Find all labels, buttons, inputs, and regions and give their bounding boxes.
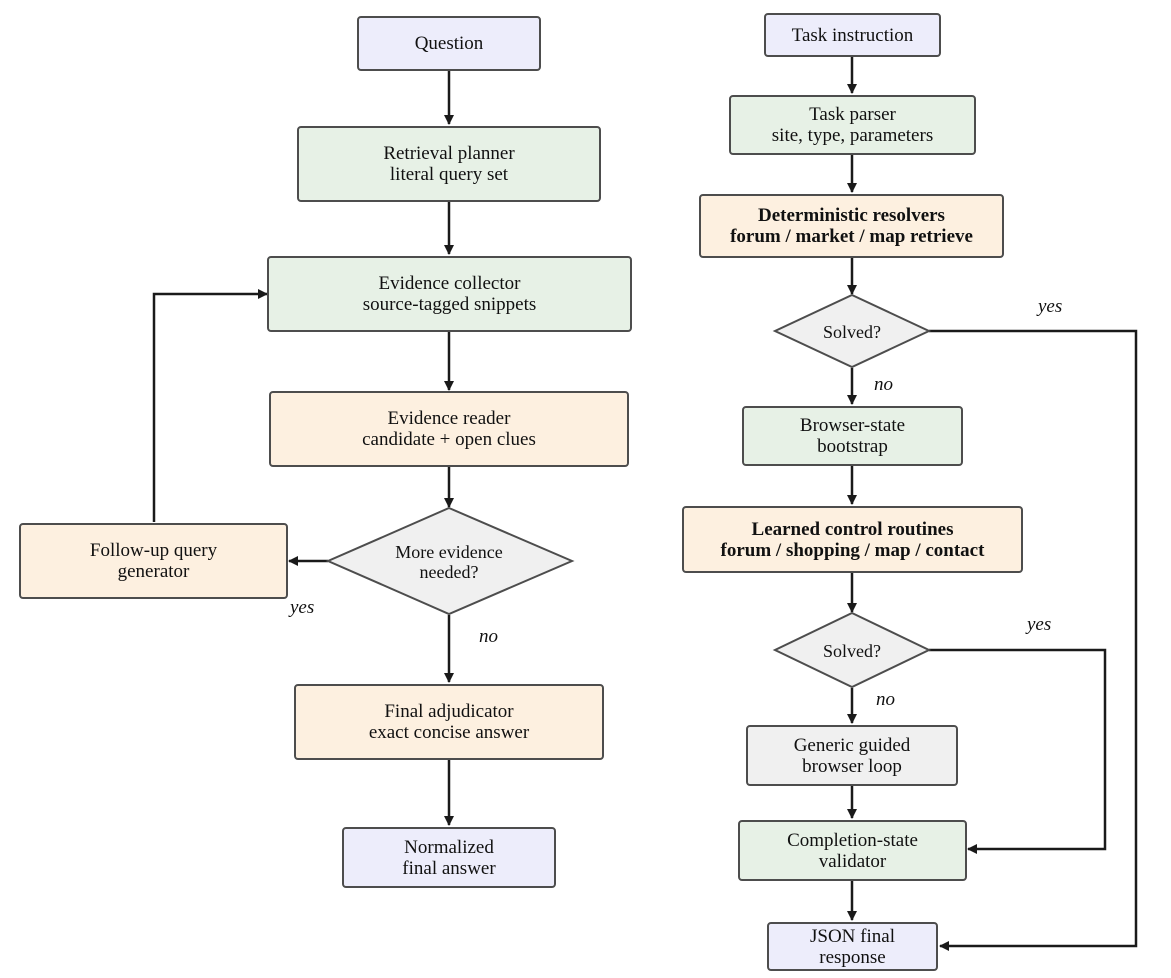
decision-solved-1-diamond (772, 293, 932, 369)
node-normalized-final-answer: Normalized final answer (342, 827, 556, 888)
node-evidence-reader-line2: candidate + open clues (362, 429, 536, 450)
node-evidence-collector: Evidence collector source-tagged snippet… (267, 256, 632, 332)
node-retrieval-planner: Retrieval planner literal query set (297, 126, 601, 202)
node-learned-routines-line2: forum / shopping / map / contact (720, 539, 985, 561)
node-completion-state-validator: Completion-state validator (738, 820, 967, 881)
node-json-line1: JSON final (810, 925, 895, 947)
node-deterministic-resolvers-line2: forum / market / map retrieve (730, 226, 973, 247)
node-json-line2: response (819, 946, 886, 968)
node-followup-query-generator: Follow-up query generator (19, 523, 288, 599)
node-evidence-reader-line1: Evidence reader (387, 408, 511, 429)
node-validator-line1: Completion-state (787, 829, 918, 851)
decision-more-evidence-diamond (325, 506, 575, 616)
node-evidence-collector-line1: Evidence collector (378, 273, 521, 294)
node-evidence-collector-line2: source-tagged snippets (362, 294, 537, 315)
node-question-label: Question (414, 33, 484, 54)
edge-label-left-no: no (479, 626, 498, 647)
node-validator-line2: validator (818, 850, 887, 872)
decision-more-evidence-line2: needed? (419, 562, 479, 582)
node-followup-line2: generator (117, 561, 190, 582)
edge-label-left-yes: yes (290, 597, 315, 618)
node-deterministic-resolvers: Deterministic resolvers forum / market /… (699, 194, 1004, 258)
node-retrieval-planner-line2: literal query set (389, 164, 509, 185)
node-task-instruction-label: Task instruction (791, 24, 914, 46)
node-task-parser-line1: Task parser (809, 104, 896, 125)
node-bootstrap-line2: bootstrap (817, 436, 888, 457)
decision-more-evidence-line1: More evidence (395, 542, 503, 562)
node-task-parser-line2: site, type, parameters (771, 125, 934, 146)
decision-solved-2-label: Solved? (823, 641, 881, 661)
edge-label-solved2-no: no (876, 689, 895, 710)
node-deterministic-resolvers-line1: Deterministic resolvers (758, 205, 945, 226)
node-final-adjudicator-line2: exact concise answer (368, 722, 530, 743)
edge-label-solved1-no: no (874, 374, 893, 395)
node-generic-loop-line2: browser loop (802, 755, 902, 777)
node-followup-line1: Follow-up query (89, 540, 218, 561)
node-final-adjudicator: Final adjudicator exact concise answer (294, 684, 604, 760)
node-final-adjudicator-line1: Final adjudicator (384, 701, 514, 722)
edge-label-solved2-yes: yes (1027, 614, 1052, 635)
node-bootstrap-line1: Browser-state (799, 415, 906, 436)
node-browser-state-bootstrap: Browser-state bootstrap (742, 406, 963, 466)
decision-solved-2-diamond (772, 611, 932, 689)
node-retrieval-planner-line1: Retrieval planner (383, 143, 515, 164)
node-generic-loop-line1: Generic guided (793, 734, 911, 756)
node-normalized-line2: final answer (402, 857, 496, 879)
edge-solved1-yes-to-json (929, 329, 1138, 951)
node-generic-guided-browser-loop: Generic guided browser loop (746, 725, 958, 786)
node-question: Question (357, 16, 541, 71)
node-learned-control-routines: Learned control routines forum / shoppin… (682, 506, 1023, 573)
node-evidence-reader: Evidence reader candidate + open clues (269, 391, 629, 467)
edge-label-solved1-yes: yes (1038, 296, 1063, 317)
node-normalized-line1: Normalized (404, 836, 494, 858)
node-task-instruction: Task instruction (764, 13, 941, 57)
edge-solved2-yes-to-validator (929, 648, 1107, 854)
node-learned-routines-line1: Learned control routines (751, 518, 954, 540)
decision-solved-1-label: Solved? (823, 322, 881, 342)
node-task-parser: Task parser site, type, parameters (729, 95, 976, 155)
node-json-final-response: JSON final response (767, 922, 938, 971)
edge-followup-to-collector (152, 289, 268, 522)
decision-more-evidence-label: More evidence needed? (395, 542, 502, 582)
